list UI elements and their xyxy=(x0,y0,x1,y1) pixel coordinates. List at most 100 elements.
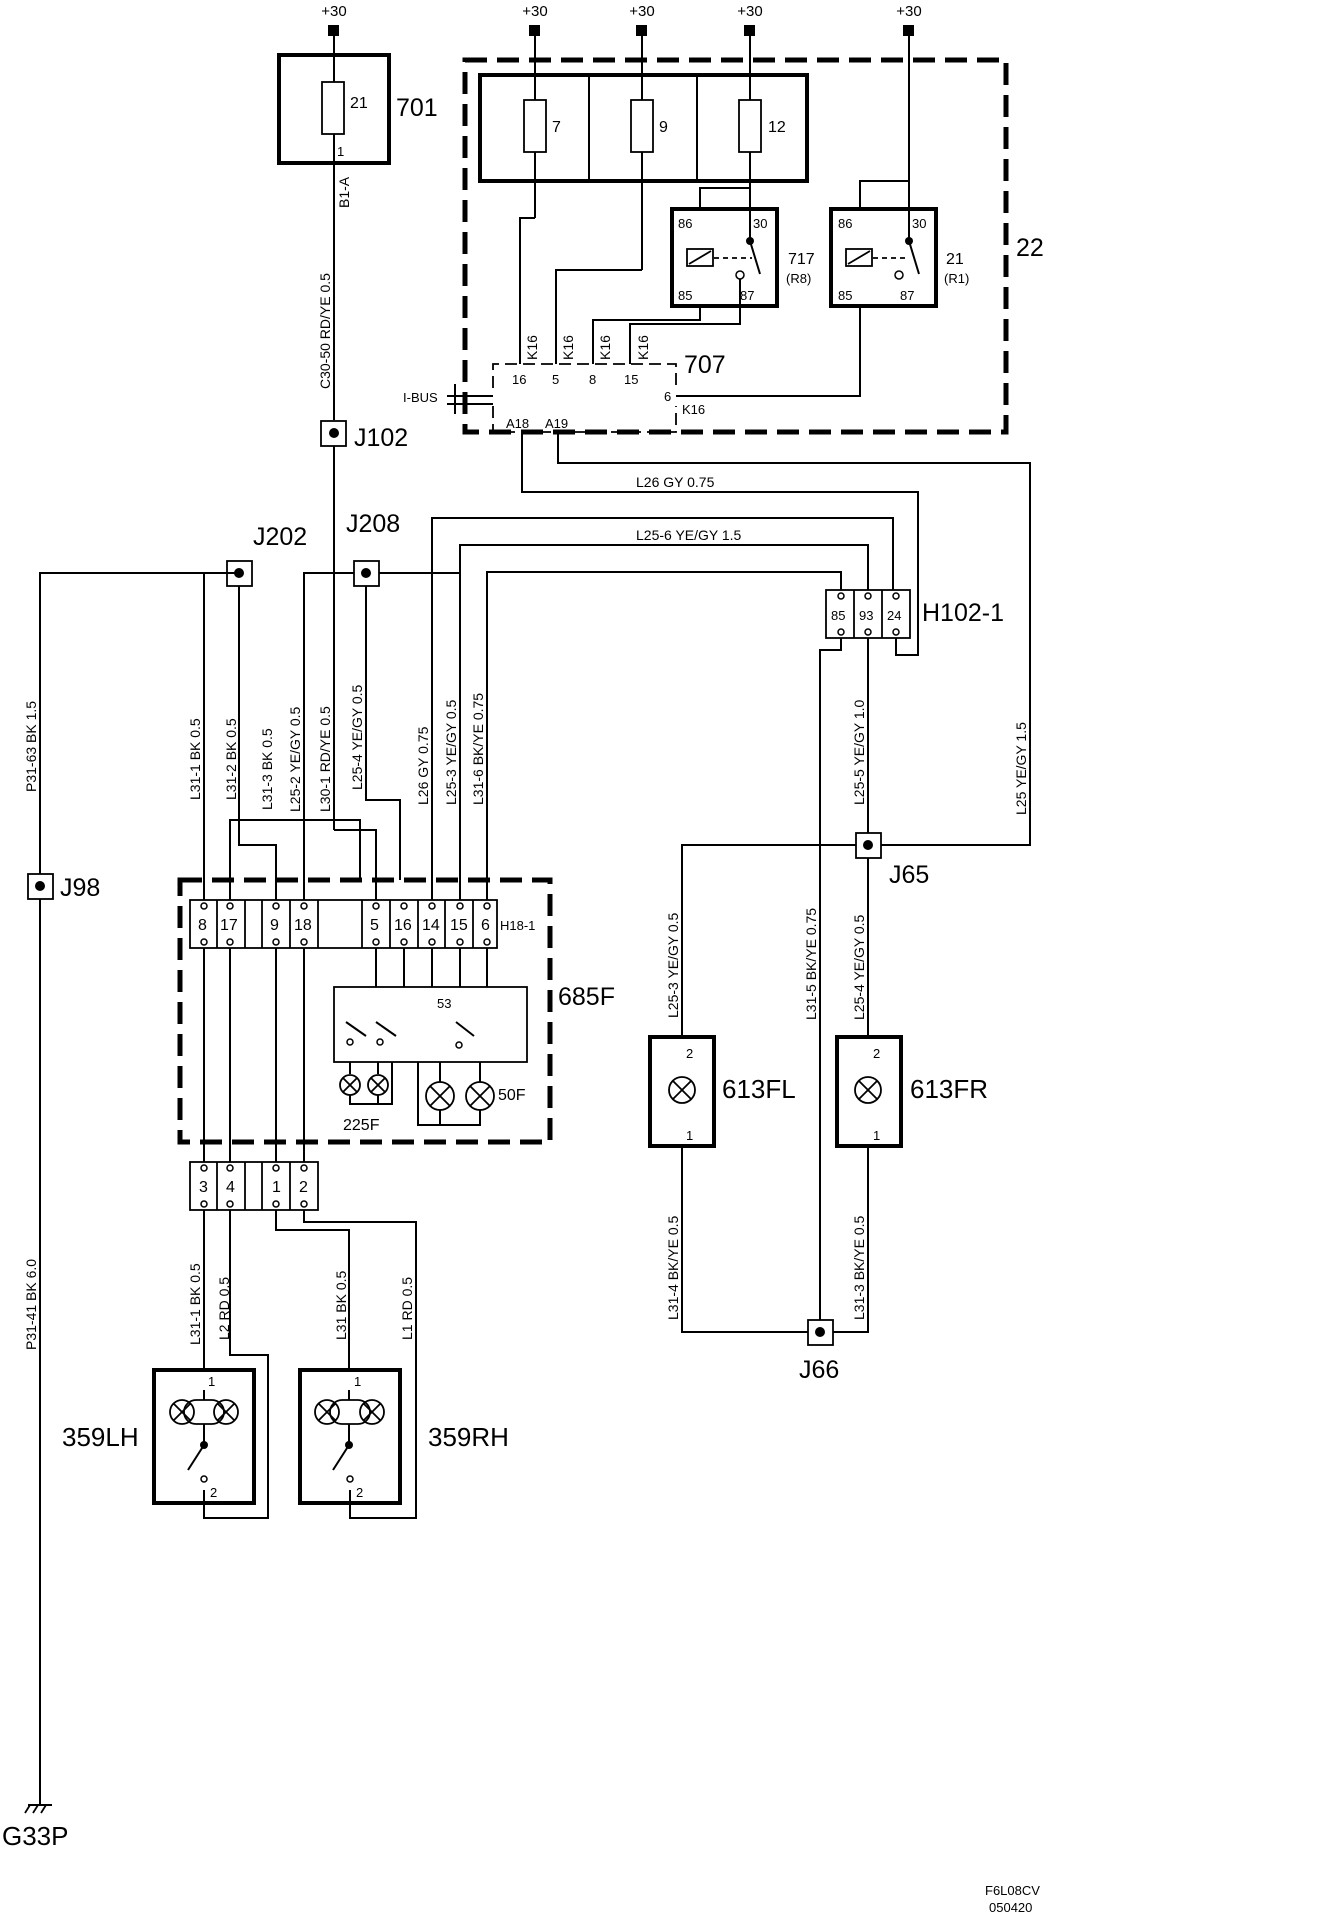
supply-label: +30 xyxy=(737,3,762,20)
svg-text:2: 2 xyxy=(299,1179,308,1196)
wire-label: L2 RD 0.5 xyxy=(216,1277,232,1340)
lamp-tag: 359RH xyxy=(428,1422,509,1452)
svg-text:A18: A18 xyxy=(506,416,529,431)
svg-text:K16: K16 xyxy=(682,402,705,417)
supply-terminal xyxy=(903,25,914,36)
lamp-50f: 50F xyxy=(417,1062,526,1126)
svg-text:F6L08CV: F6L08CV xyxy=(985,1883,1040,1898)
svg-text:K16: K16 xyxy=(560,335,576,360)
wire-label: L30-1 RD/YE 0.5 xyxy=(317,706,333,812)
relay-717: 86 30 85 87 717 (R8) xyxy=(670,207,815,308)
svg-text:24: 24 xyxy=(887,608,901,623)
svg-text:53: 53 xyxy=(437,996,451,1011)
lamp-tag: 225F xyxy=(343,1117,380,1134)
lamp-225f: 225F xyxy=(339,1062,393,1134)
component-tag-22: 22 xyxy=(1016,234,1044,262)
svg-text:5: 5 xyxy=(370,917,379,934)
svg-text:2: 2 xyxy=(356,1485,363,1500)
splice-j208: J208 xyxy=(346,510,400,587)
svg-text:8: 8 xyxy=(198,917,207,934)
wire-label: L25-3 YE/GY 0.5 xyxy=(443,699,459,805)
svg-text:16: 16 xyxy=(512,372,526,387)
splice-label: J102 xyxy=(354,424,408,452)
svg-text:15: 15 xyxy=(450,917,468,934)
component-tag-685f: 685F xyxy=(558,983,615,1011)
relay-sub: (R8) xyxy=(786,271,811,286)
fuse-label: 9 xyxy=(659,119,668,136)
svg-text:9: 9 xyxy=(270,917,279,934)
fuse-relay-box-22: 22 7 9 12 86 30 85 87 717 (R8) xyxy=(403,57,1044,435)
supply-label: +30 xyxy=(629,3,654,20)
connector-tag: H18-1 xyxy=(500,918,535,933)
connector-h102: 85 93 24 H102-1 xyxy=(825,589,1004,639)
supply-terminal xyxy=(529,25,540,36)
wire-label: L31-1 BK 0.5 xyxy=(187,718,203,800)
component-tag-701: 701 xyxy=(396,94,438,122)
fuse-12 xyxy=(738,99,762,153)
svg-text:85: 85 xyxy=(831,608,845,623)
fuse-label: 12 xyxy=(768,119,786,136)
svg-text:1: 1 xyxy=(873,1128,880,1143)
wire-label: L26 GY 0.75 xyxy=(636,474,715,490)
splice-label: J65 xyxy=(889,861,929,889)
splice-label: J98 xyxy=(60,874,100,902)
lamp-tag: 613FR xyxy=(910,1074,988,1104)
wire-label: L31-3 BK/YE 0.5 xyxy=(851,1215,867,1320)
svg-text:14: 14 xyxy=(422,917,440,934)
ground-label: G33P xyxy=(2,1821,69,1851)
svg-text:K16: K16 xyxy=(597,335,613,360)
svg-text:4: 4 xyxy=(226,1179,235,1196)
fuse-label: 7 xyxy=(552,119,561,136)
lamp-613fr: 2 1 613FR xyxy=(835,1035,988,1148)
splice-j66: J66 xyxy=(799,1319,839,1384)
wire-label: L25-6 YE/GY 1.5 xyxy=(636,527,742,543)
relay-sub: (R1) xyxy=(944,271,969,286)
splice-label: J66 xyxy=(799,1356,839,1384)
splice-j102: J102 xyxy=(320,420,408,452)
svg-text:2: 2 xyxy=(210,1485,217,1500)
supply-label: +30 xyxy=(522,3,547,20)
supply-terminal xyxy=(744,25,755,36)
relay-tag: 21 xyxy=(946,251,964,268)
wire-label: L31-6 BK/YE 0.75 xyxy=(470,693,486,805)
switch-unit-685f: 685F 8 17 9 18 5 16 14 xyxy=(177,877,615,1145)
svg-text:5: 5 xyxy=(552,372,559,387)
svg-text:1: 1 xyxy=(686,1128,693,1143)
fuse-7 xyxy=(523,99,547,153)
splice-j65: J65 xyxy=(855,832,929,889)
supply-label: +30 xyxy=(321,3,346,20)
wires-top: C30-50 RD/YE 0.5 L26 GY 0.75 L25-6 YE/GY… xyxy=(317,36,1031,846)
svg-text:6: 6 xyxy=(481,917,490,934)
svg-text:1: 1 xyxy=(354,1374,361,1389)
lamp-359rh: 1 2 359RH xyxy=(298,1368,509,1505)
connector-lower: 3 4 1 2 xyxy=(189,948,319,1211)
wire-label: P31-41 BK 6.0 xyxy=(23,1259,39,1350)
supply-terminal xyxy=(328,25,339,36)
svg-text:15: 15 xyxy=(624,372,638,387)
svg-text:8: 8 xyxy=(589,372,596,387)
svg-text:18: 18 xyxy=(294,917,312,934)
splice-label: J202 xyxy=(253,523,307,551)
wire-label: B1-A xyxy=(336,176,352,208)
wire-label: L31-4 BK/YE 0.5 xyxy=(665,1215,681,1320)
svg-text:A19: A19 xyxy=(545,416,568,431)
wire-label: L31-3 BK 0.5 xyxy=(259,728,275,810)
wire-label: L25-2 YE/GY 0.5 xyxy=(287,706,303,812)
wire-label: C30-50 RD/YE 0.5 xyxy=(317,273,333,389)
wire-label: L25-3 YE/GY 0.5 xyxy=(665,912,681,1018)
pin-label: 21 xyxy=(350,95,368,112)
wire-label: L1 RD 0.5 xyxy=(399,1277,415,1340)
lamp-613fl: 2 1 613FL xyxy=(648,1035,796,1148)
svg-text:050420: 050420 xyxy=(989,1900,1032,1915)
svg-text:30: 30 xyxy=(912,216,926,231)
svg-text:93: 93 xyxy=(859,608,873,623)
wiring-diagram: +30 +30 +30 +30 +30 21 1 701 B1-A 22 7 9… xyxy=(2,3,1044,1915)
wire-label: L25 YE/GY 1.5 xyxy=(1013,722,1029,815)
supply-label: +30 xyxy=(896,3,921,20)
wire-label: P31-63 BK 1.5 xyxy=(23,701,39,792)
component-tag-707: 707 xyxy=(684,351,726,379)
pin-label: 1 xyxy=(337,144,344,159)
wire-label: L25-4 YE/GY 0.5 xyxy=(349,684,365,790)
svg-text:6: 6 xyxy=(664,389,671,404)
svg-text:87: 87 xyxy=(900,288,914,303)
